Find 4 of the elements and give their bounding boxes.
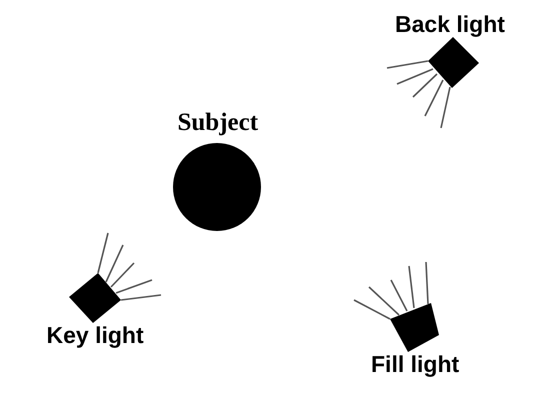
subject-label: Subject — [178, 109, 258, 136]
light-label: Key light — [46, 322, 144, 348]
light-label: Fill light — [371, 352, 460, 377]
light-label: Back light — [395, 12, 505, 37]
